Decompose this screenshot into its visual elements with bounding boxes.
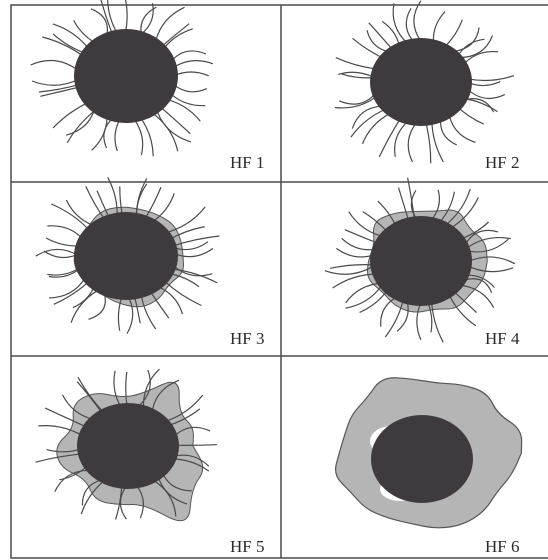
panel-hf-5 xyxy=(36,369,217,521)
dark-core xyxy=(74,29,178,123)
fiber-strand xyxy=(467,76,514,81)
label-hf-4: HF 4 xyxy=(485,329,520,348)
fiber-strand xyxy=(426,123,431,163)
fiber-strand xyxy=(135,120,143,155)
fiber-strand xyxy=(414,1,421,42)
fiber-strand xyxy=(32,78,81,85)
fiber-strand xyxy=(42,37,82,56)
label-hf-5: HF 5 xyxy=(230,537,264,556)
label-hf-1: HF 1 xyxy=(230,153,264,172)
dark-core xyxy=(77,403,179,489)
fiber-strand xyxy=(339,92,376,104)
fiber-strand xyxy=(49,279,84,298)
fiber-strand xyxy=(53,24,90,50)
dark-core xyxy=(370,38,472,126)
fiber-strand xyxy=(462,52,498,66)
fiber-strand xyxy=(74,20,94,42)
panel-hf-1 xyxy=(31,0,213,156)
fiber-strand xyxy=(172,83,207,92)
fiber-strand xyxy=(53,102,90,128)
fiber-strand xyxy=(169,92,206,106)
fiber-strand xyxy=(467,89,504,98)
label-hf-2: HF 2 xyxy=(485,153,519,172)
fiber-strand xyxy=(92,117,108,151)
fiber-strand xyxy=(156,106,191,142)
fiber-strand xyxy=(379,116,402,157)
fiber-strand xyxy=(31,61,79,71)
fiber-strand xyxy=(173,72,209,76)
label-hf-6: HF 6 xyxy=(485,537,519,556)
panel-hf-2 xyxy=(335,1,514,164)
label-hf-3: HF 3 xyxy=(230,329,264,348)
fiber-strand xyxy=(176,445,217,446)
fiber-strand xyxy=(151,112,178,152)
fiber-strand xyxy=(351,109,387,138)
fiber-strand xyxy=(73,287,94,307)
fiber-strand xyxy=(395,122,408,157)
dark-core xyxy=(370,216,472,306)
fiber-strand xyxy=(444,20,463,48)
fiber-strand xyxy=(156,7,185,41)
dark-core xyxy=(371,415,473,503)
panel-hf-6 xyxy=(336,378,522,528)
fiber-strand xyxy=(336,58,376,69)
fiber-strand xyxy=(325,266,374,274)
dark-core xyxy=(74,212,178,300)
panel-hf-3 xyxy=(36,177,220,333)
fiber-strand xyxy=(352,106,385,129)
fiber-strand xyxy=(408,122,416,162)
fiber-strand xyxy=(36,249,79,256)
fiber-strand xyxy=(49,268,80,277)
panel-hf-4 xyxy=(325,178,515,342)
fiber-strand xyxy=(464,99,494,113)
fiber-strand xyxy=(47,226,83,240)
fiber-strand xyxy=(89,293,106,319)
